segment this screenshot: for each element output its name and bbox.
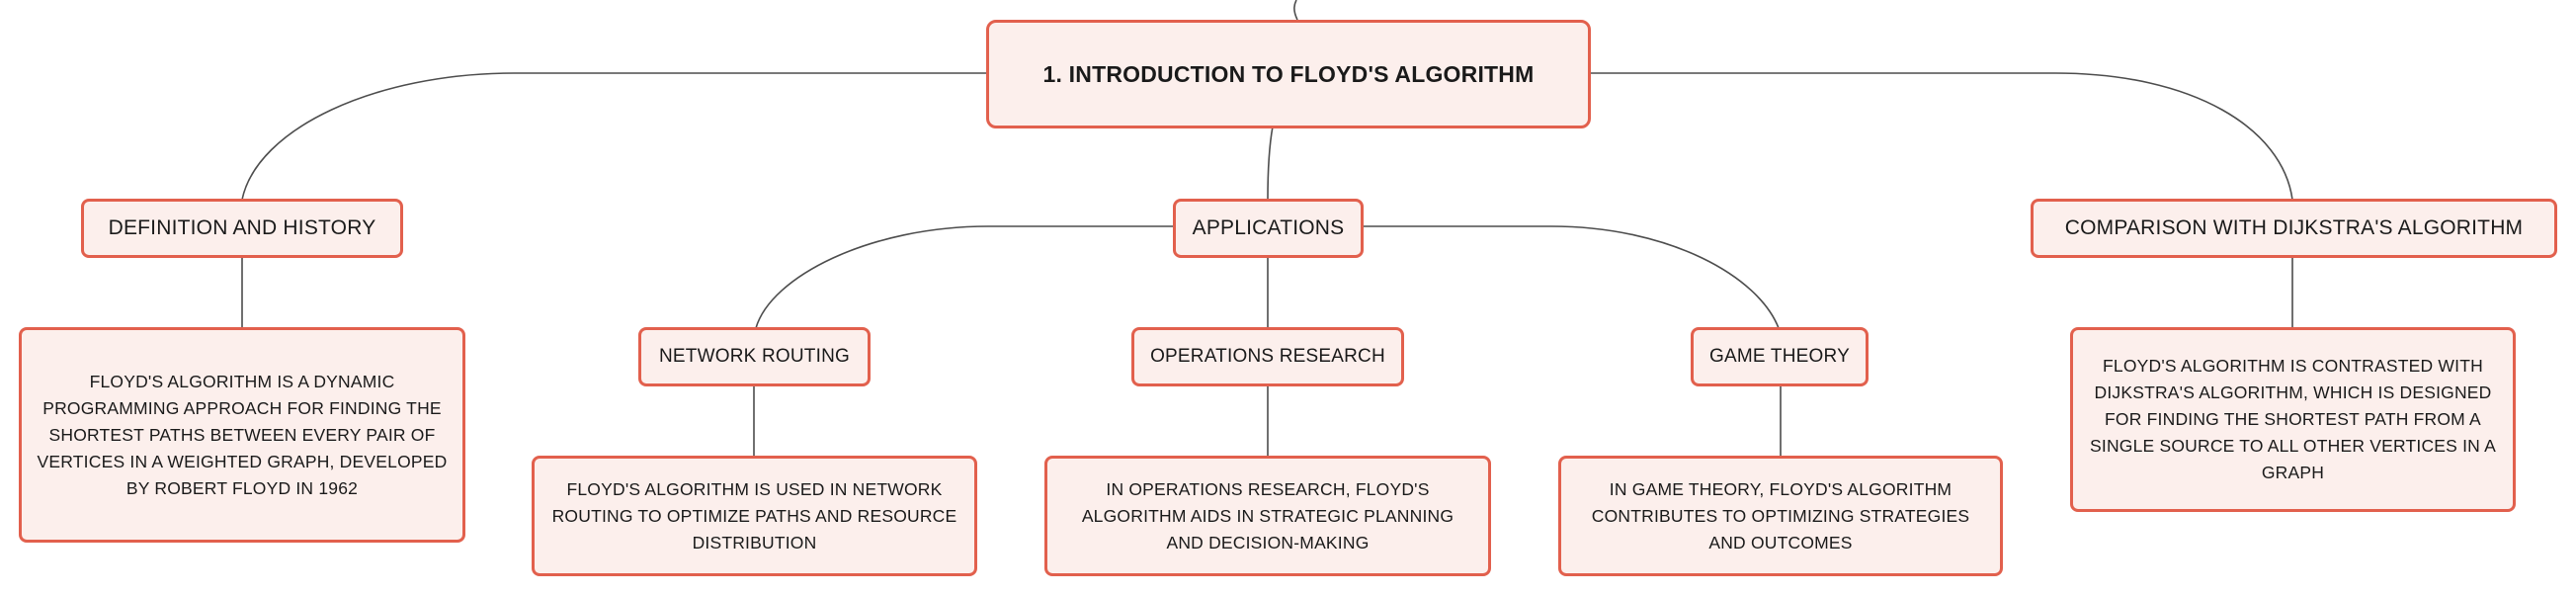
applications-label: APPLICATIONS — [1192, 216, 1345, 239]
connector-applications-network — [755, 225, 1174, 329]
game-theory-detail-text: IN GAME THEORY, FLOYD'S ALGORITHM CONTRI… — [1591, 478, 1970, 552]
comparison-detail-node[interactable]: FLOYD'S ALGORITHM IS CONTRASTED WITH DIJ… — [2070, 327, 2516, 512]
applications-node[interactable]: APPLICATIONS — [1173, 199, 1364, 258]
comparison-dijkstra-node[interactable]: COMPARISON WITH DIJKSTRA'S ALGORITHM — [2031, 199, 2557, 258]
network-routing-detail-text: FLOYD'S ALGORITHM IS USED IN NETWORK ROU… — [551, 478, 957, 552]
operations-research-detail-node[interactable]: IN OPERATIONS RESEARCH, FLOYD'S ALGORITH… — [1044, 456, 1491, 576]
definition-history-label: DEFINITION AND HISTORY — [108, 216, 376, 239]
definition-detail-text: FLOYD'S ALGORITHM IS A DYNAMIC PROGRAMMI… — [37, 371, 448, 498]
operations-research-node[interactable]: OPERATIONS RESEARCH — [1131, 327, 1404, 386]
network-routing-label: NETWORK ROUTING — [659, 346, 850, 367]
network-routing-detail-node[interactable]: FLOYD'S ALGORITHM IS USED IN NETWORK ROU… — [532, 456, 977, 576]
game-theory-detail-node[interactable]: IN GAME THEORY, FLOYD'S ALGORITHM CONTRI… — [1558, 456, 2003, 576]
connector-root-definition — [241, 72, 988, 201]
operations-research-label: OPERATIONS RESEARCH — [1150, 346, 1385, 367]
connector-root-applications — [1267, 126, 1274, 201]
game-theory-node[interactable]: GAME THEORY — [1691, 327, 1869, 386]
network-routing-node[interactable]: NETWORK ROUTING — [638, 327, 871, 386]
comparison-detail-text: FLOYD'S ALGORITHM IS CONTRASTED WITH DIJ… — [2090, 356, 2496, 482]
connector-root-parent — [1293, 0, 1298, 21]
connector-applications-game — [1362, 225, 1780, 329]
comparison-dijkstra-label: COMPARISON WITH DIJKSTRA'S ALGORITHM — [2064, 216, 2524, 239]
definition-history-node[interactable]: DEFINITION AND HISTORY — [81, 199, 403, 258]
root-topic-label: 1. INTRODUCTION TO FLOYD'S ALGORITHM — [1042, 60, 1535, 87]
operations-research-detail-text: IN OPERATIONS RESEARCH, FLOYD'S ALGORITH… — [1081, 478, 1454, 552]
game-theory-label: GAME THEORY — [1709, 346, 1850, 367]
connector-root-comparison — [1591, 72, 2293, 201]
root-topic-node[interactable]: 1. INTRODUCTION TO FLOYD'S ALGORITHM — [986, 20, 1591, 128]
definition-detail-node[interactable]: FLOYD'S ALGORITHM IS A DYNAMIC PROGRAMMI… — [19, 327, 465, 543]
